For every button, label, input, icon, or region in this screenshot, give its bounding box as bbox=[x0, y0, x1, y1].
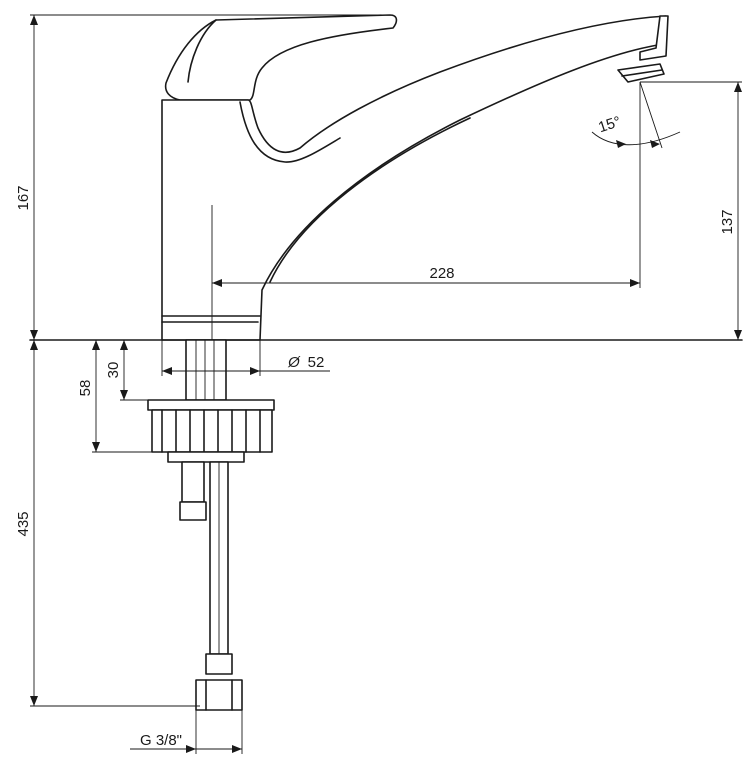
label-30: 30 bbox=[105, 362, 122, 379]
aerator-ridge bbox=[621, 69, 663, 77]
nut-bottom-plate bbox=[167, 451, 245, 463]
label-52: 52 bbox=[308, 354, 325, 371]
side-fitting-cap bbox=[179, 501, 207, 521]
nut-ribs bbox=[161, 409, 261, 453]
dimension-lines bbox=[30, 14, 742, 754]
label-g-thread: G 3/8" bbox=[140, 732, 182, 749]
spout-tip bbox=[639, 15, 669, 61]
label-58: 58 bbox=[77, 380, 94, 397]
label-435: 435 bbox=[15, 511, 32, 536]
label-137: 137 bbox=[719, 209, 736, 234]
hose-nut bbox=[195, 679, 243, 711]
lever-handle bbox=[164, 14, 398, 101]
label-228: 228 bbox=[429, 265, 454, 282]
mounting-washer bbox=[147, 399, 275, 411]
hose-crimp bbox=[205, 653, 233, 675]
label-167: 167 bbox=[15, 185, 32, 210]
label-15-degrees: 15° bbox=[596, 113, 623, 136]
mounting-nut bbox=[151, 409, 273, 453]
label-diameter-symbol: Ø bbox=[287, 354, 301, 371]
dim-angle-arc bbox=[591, 131, 681, 146]
dimension-labels: 167 435 58 30 137 228 Ø 52 15° G 3/8" bbox=[15, 113, 736, 749]
spout-shadow-line bbox=[269, 117, 471, 283]
lever-inner-edge bbox=[187, 19, 217, 83]
faucet-body bbox=[29, 14, 743, 711]
dim-angle-ray bbox=[639, 81, 663, 149]
side-fitting bbox=[181, 461, 205, 503]
threaded-shank bbox=[185, 339, 227, 401]
spout-upper-edge bbox=[239, 101, 341, 163]
